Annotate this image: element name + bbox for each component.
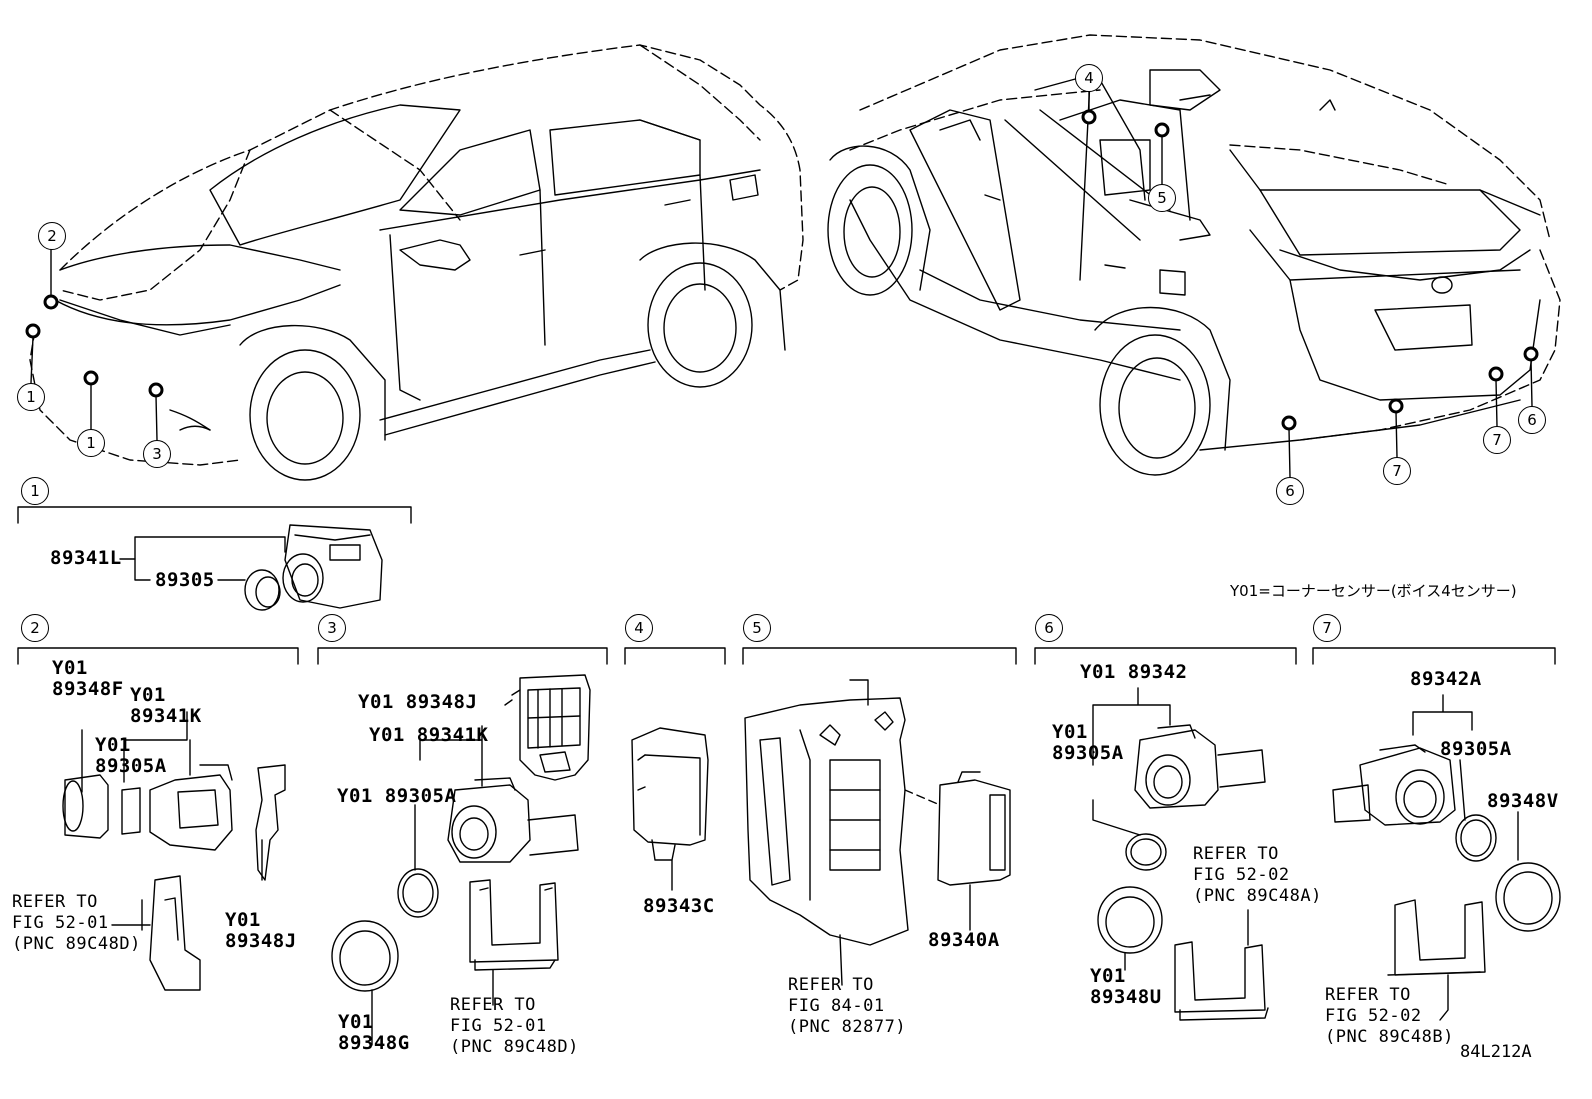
callout-7: 7 [1383, 457, 1411, 485]
callout-1: 1 [17, 383, 45, 411]
part-prefix: Y01 [1090, 965, 1126, 987]
part-label-89341L: 89341L [50, 547, 122, 569]
section-2-marker: 2 [21, 614, 49, 642]
callout-1: 1 [77, 429, 105, 457]
part-prefix: Y01 [1052, 721, 1088, 743]
part-prefix: Y01 [95, 734, 131, 756]
part-label-89342: Y01 89342 [1080, 661, 1188, 683]
part-label-89348V: 89348V [1487, 790, 1559, 812]
section-1-marker: 1 [21, 477, 49, 505]
callout-5: 5 [1148, 184, 1176, 212]
front-car-drawing [29, 44, 804, 481]
refer-pnc-label: (PNC 89C48A) [1193, 886, 1322, 906]
part-label-89340A: 89340A [928, 929, 1000, 951]
part-label-89348J: Y01 89348J [358, 691, 478, 713]
part-label-89348F: 89348F [52, 678, 124, 700]
refer-to-label: REFER TO [12, 892, 98, 912]
refer-to-label: REFER TO [788, 975, 874, 995]
callout-4: 4 [1075, 64, 1103, 92]
refer-fig-label: FIG 52-01 [450, 1016, 547, 1036]
part-label-89341K: 89341K [130, 705, 202, 727]
section-5-marker: 5 [743, 614, 771, 642]
figure-id: 84L212A [1460, 1042, 1532, 1062]
refer-to-label: REFER TO [1325, 985, 1411, 1005]
part-label-89305A: 89305A [1440, 738, 1512, 760]
refer-fig-label: FIG 52-02 [1325, 1006, 1422, 1026]
refer-pnc-label: (PNC 89C48D) [450, 1037, 579, 1057]
part-prefix: Y01 [338, 1011, 374, 1033]
callout-2: 2 [38, 222, 66, 250]
section-3-marker: 3 [318, 614, 346, 642]
part-label-89343C: 89343C [643, 895, 715, 917]
refer-to-label: REFER TO [450, 995, 536, 1015]
callout-6: 6 [1276, 477, 1304, 505]
refer-to-label: REFER TO [1193, 844, 1279, 864]
section-7-marker: 7 [1313, 614, 1341, 642]
part-label-89305A: 89305A [95, 755, 167, 777]
callout-6: 6 [1518, 406, 1546, 434]
part-label-89305A: 89305A [1052, 742, 1124, 764]
callout-7: 7 [1483, 426, 1511, 454]
refer-pnc-label: (PNC 89C48B) [1325, 1027, 1454, 1047]
part-label-89341K: Y01 89341K [369, 724, 489, 746]
part-label-89348J: 89348J [225, 930, 297, 952]
refer-pnc-label: (PNC 82877) [788, 1017, 907, 1037]
rear-car-drawing [827, 34, 1561, 476]
part-prefix: Y01 [130, 684, 166, 706]
refer-pnc-label: (PNC 89C48D) [12, 934, 141, 954]
refer-fig-label: FIG 52-02 [1193, 865, 1290, 885]
part-label-89348U: 89348U [1090, 986, 1162, 1008]
part-label-89305A: Y01 89305A [337, 785, 457, 807]
refer-fig-label: FIG 52-01 [12, 913, 109, 933]
section-6-marker: 6 [1035, 614, 1063, 642]
legend-note: Y01=コーナーセンサー(ボイス4センサー) [1230, 582, 1517, 600]
section-4-marker: 4 [625, 614, 653, 642]
part-prefix: Y01 [225, 909, 261, 931]
part-label-89342A: 89342A [1410, 668, 1482, 690]
part-label-89348G: 89348G [338, 1032, 410, 1054]
callout-3: 3 [143, 440, 171, 468]
part-label-89305: 89305 [155, 569, 215, 591]
part-prefix: Y01 [52, 657, 88, 679]
refer-fig-label: FIG 84-01 [788, 996, 885, 1016]
